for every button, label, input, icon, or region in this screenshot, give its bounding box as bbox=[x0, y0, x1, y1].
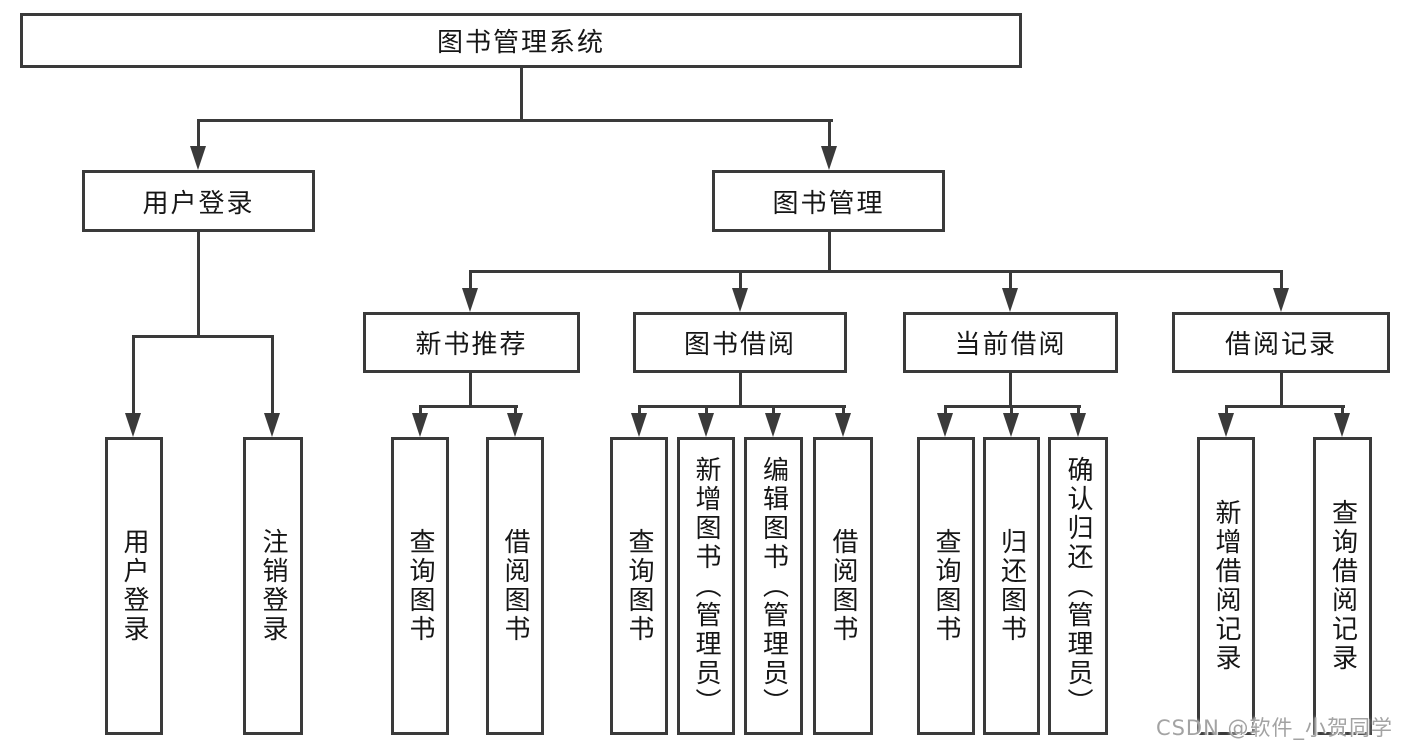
arrowhead-down-icon bbox=[732, 288, 748, 312]
node-root-library-system: 图书管理系统 bbox=[20, 13, 1022, 68]
arrowhead-down-icon bbox=[1334, 413, 1350, 437]
arrowhead-down-icon bbox=[264, 413, 280, 437]
node-borrow-records: 借阅记录 bbox=[1172, 312, 1390, 373]
leaf-label: 用户登录 bbox=[119, 528, 149, 644]
arrowhead-down-icon bbox=[698, 413, 714, 437]
leaf-logout: 注销登录 bbox=[243, 437, 303, 735]
leaf-query-books: 查询图书 bbox=[917, 437, 975, 735]
connector-line bbox=[520, 68, 523, 121]
connector-line bbox=[739, 373, 742, 408]
arrowhead-down-icon bbox=[765, 413, 781, 437]
connector-line bbox=[638, 405, 641, 417]
arrowhead-down-icon bbox=[821, 146, 837, 170]
leaf-label: 查询图书 bbox=[931, 528, 961, 644]
arrowhead-down-icon bbox=[937, 413, 953, 437]
leaf-label: 查询图书 bbox=[624, 528, 654, 644]
connector-line bbox=[132, 335, 135, 415]
connector-line bbox=[1280, 373, 1283, 408]
connector-line bbox=[197, 119, 200, 149]
arrowhead-down-icon bbox=[462, 288, 478, 312]
arrowhead-down-icon bbox=[125, 413, 141, 437]
leaf-label: 编辑图书（管理员） bbox=[758, 455, 789, 717]
connector-line bbox=[828, 232, 831, 272]
leaf-return-books: 归还图书 bbox=[983, 437, 1040, 735]
leaf-add-borrow-record: 新增借阅记录 bbox=[1197, 437, 1255, 735]
node-new-book-recommend: 新书推荐 bbox=[363, 312, 580, 373]
connector-line bbox=[944, 405, 947, 417]
arrowhead-down-icon bbox=[1218, 413, 1234, 437]
connector-line bbox=[739, 270, 742, 292]
arrowhead-down-icon bbox=[1070, 413, 1086, 437]
arrowhead-down-icon bbox=[507, 413, 523, 437]
connector-line bbox=[1010, 405, 1013, 417]
arrowhead-down-icon bbox=[1273, 288, 1289, 312]
connector-line bbox=[1341, 405, 1344, 417]
connector-line bbox=[1225, 405, 1345, 408]
connector-line bbox=[514, 405, 517, 417]
arrowhead-down-icon bbox=[835, 413, 851, 437]
leaf-query-borrow-record: 查询借阅记录 bbox=[1313, 437, 1372, 735]
leaf-label: 查询借阅记录 bbox=[1327, 499, 1358, 673]
connector-line bbox=[132, 335, 274, 338]
leaf-label: 借阅图书 bbox=[500, 528, 530, 644]
arrowhead-down-icon bbox=[412, 413, 428, 437]
leaf-label: 新增图书（管理员） bbox=[691, 455, 721, 717]
connector-line bbox=[828, 119, 831, 149]
arrowhead-down-icon bbox=[190, 146, 206, 170]
connector-line bbox=[1225, 405, 1228, 417]
leaf-borrow-books: 借阅图书 bbox=[813, 437, 873, 735]
connector-line bbox=[1009, 270, 1012, 292]
connector-line bbox=[197, 119, 833, 122]
leaf-query-books: 查询图书 bbox=[610, 437, 668, 735]
connector-line bbox=[1009, 373, 1012, 408]
leaf-edit-books-admin: 编辑图书（管理员） bbox=[744, 437, 803, 735]
connector-line bbox=[842, 405, 845, 417]
leaf-label: 查询图书 bbox=[405, 528, 435, 644]
connector-line bbox=[772, 405, 775, 417]
node-user-login: 用户登录 bbox=[82, 170, 315, 232]
node-book-borrowing: 图书借阅 bbox=[633, 312, 847, 373]
leaf-label: 归还图书 bbox=[996, 528, 1027, 644]
leaf-confirm-return-admin: 确认归还（管理员） bbox=[1048, 437, 1108, 735]
connector-line bbox=[419, 405, 518, 408]
leaf-borrow-books: 借阅图书 bbox=[486, 437, 544, 735]
node-current-borrowing: 当前借阅 bbox=[903, 312, 1118, 373]
connector-line bbox=[469, 270, 1283, 273]
connector-line bbox=[705, 405, 708, 417]
leaf-add-books-admin: 新增图书（管理员） bbox=[677, 437, 735, 735]
leaf-label: 借阅图书 bbox=[828, 528, 858, 644]
leaf-label: 确认归还（管理员） bbox=[1063, 455, 1093, 717]
node-book-management: 图书管理 bbox=[712, 170, 945, 232]
csdn-watermark: CSDN @软件_小贺同学 bbox=[1155, 716, 1393, 740]
leaf-label: 新增借阅记录 bbox=[1211, 499, 1241, 673]
connector-line bbox=[419, 405, 422, 417]
arrowhead-down-icon bbox=[1003, 413, 1019, 437]
connector-line bbox=[469, 270, 472, 292]
connector-line bbox=[1077, 405, 1080, 417]
arrowhead-down-icon bbox=[1002, 288, 1018, 312]
connector-line bbox=[469, 373, 472, 408]
leaf-label: 注销登录 bbox=[258, 528, 288, 644]
connector-line bbox=[271, 335, 274, 415]
connector-line bbox=[1280, 270, 1283, 292]
arrowhead-down-icon bbox=[631, 413, 647, 437]
leaf-user-login: 用户登录 bbox=[105, 437, 163, 735]
connector-line bbox=[638, 405, 846, 408]
leaf-query-books: 查询图书 bbox=[391, 437, 449, 735]
connector-line bbox=[197, 232, 200, 337]
